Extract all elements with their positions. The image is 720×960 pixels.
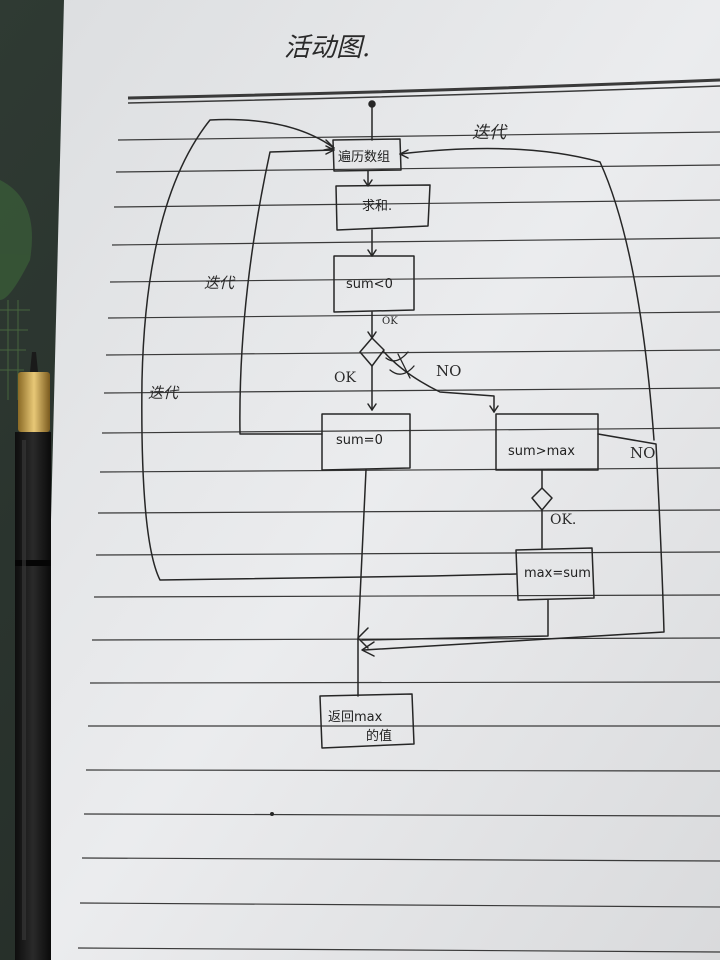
sum-box [335,184,431,231]
reset-box [321,413,411,471]
outer-loop [141,118,517,581]
assign-label: max=sum [524,566,591,581]
traverse-label: 遍历数组 [338,149,390,165]
no-label-far-right: NO [630,444,655,462]
compare-zero-label: sum<0 [346,277,393,292]
ruled-lines [77,78,720,953]
sum-label: 求和. [362,199,392,214]
no-label-right: NO [436,362,461,380]
iterate-label-outer: 迭代 [148,384,180,402]
ok-label-left: OK [334,370,356,386]
compare-max-label: sum>max [508,444,575,459]
desk-mat [0,180,32,400]
ok-label-small: OK [382,316,398,327]
return-label-line2: 的值 [366,728,392,744]
ink-dot [270,812,274,816]
compare-max-box [495,413,599,471]
compare-zero-box [333,255,415,313]
activity-diagram [141,100,665,749]
ok-label-lower: OK. [550,512,576,528]
iterate-label-top: 迭代 [472,123,508,143]
return-box [319,693,415,749]
iterate-label-inner: 迭代 [204,274,236,292]
traverse-box [332,138,402,172]
reset-label: sum=0 [336,433,383,448]
pen [15,352,51,960]
inner-loop [239,149,335,435]
assign-box [515,547,595,601]
page-title: 活动图. [284,33,370,63]
right-loop [399,147,655,441]
return-label-line1: 返回max [328,710,383,725]
